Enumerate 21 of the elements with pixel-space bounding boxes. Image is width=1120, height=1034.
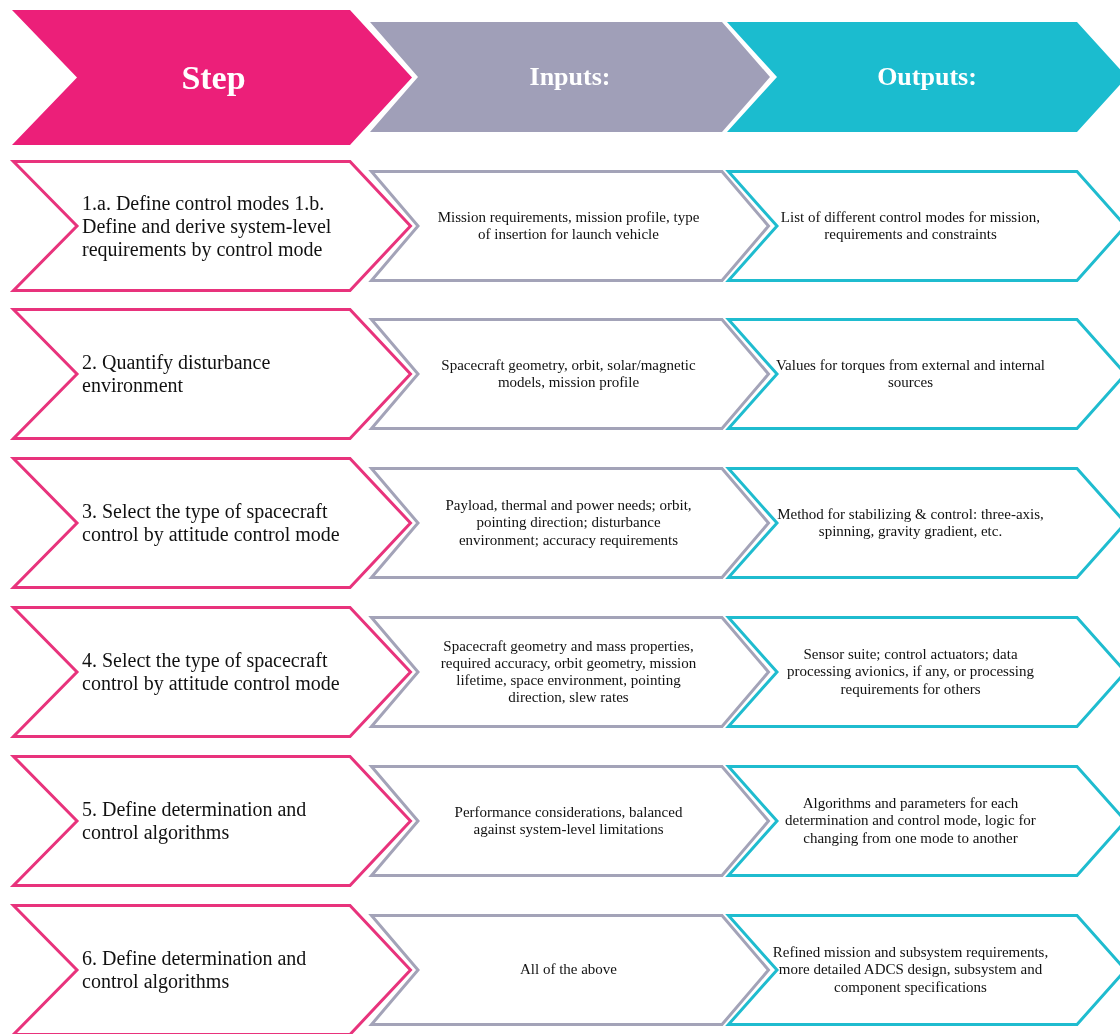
input-text: Spacecraft geometry and mass properties, required accuracy, orbit geometry, mission lifetime, space environment, pointing direction, slew rates xyxy=(439,637,698,707)
column-heading: Inputs: xyxy=(529,62,611,92)
input-text: Mission requirements, mission profile, type of insertion for launch vehicle xyxy=(436,208,701,244)
output-text: Refined mission and subsystem requirements, more detailed ADCS design, subsystem and component specifications xyxy=(772,944,1049,996)
step-text: 5. Define determination and control algorithms xyxy=(82,798,308,844)
input-text: Spacecraft geometry, orbit, solar/magnetic models, mission profile xyxy=(440,356,697,392)
step-text: 3. Select the type of spacecraft control by attitude control mode xyxy=(82,500,341,546)
output-text: Method for stabilizing & control: three-axis, spinning, gravity gradient, etc. xyxy=(776,505,1045,541)
column-heading: Outputs: xyxy=(877,62,977,92)
output-text: Values for torques from external and internal sources xyxy=(774,356,1047,392)
step-text: 6. Define determination and control algorithms xyxy=(82,947,308,993)
input-text: Performance considerations, balanced against system-level limitations xyxy=(453,803,684,839)
step-text: 4. Select the type of spacecraft control by attitude control mode xyxy=(82,649,341,695)
input-text: All of the above xyxy=(519,961,618,979)
output-text: Algorithms and parameters for each determination and control mode, logic for changing from one mode to another xyxy=(784,795,1037,847)
step-text: 1.a. Define control modes 1.b. Define and derive system-level requirements by control mode xyxy=(82,191,333,261)
output-text: Sensor suite; control actuators; data processing avionics, if any, or processing requirements for others xyxy=(786,646,1035,698)
input-text: Payload, thermal and power needs; orbit, pointing direction; disturbance environment; accuracy requirements xyxy=(444,497,693,549)
column-heading: Step xyxy=(181,58,246,97)
output-text: List of different control modes for mission, requirements and constraints xyxy=(779,208,1042,244)
step-text: 2. Quantify disturbance environment xyxy=(82,351,272,397)
